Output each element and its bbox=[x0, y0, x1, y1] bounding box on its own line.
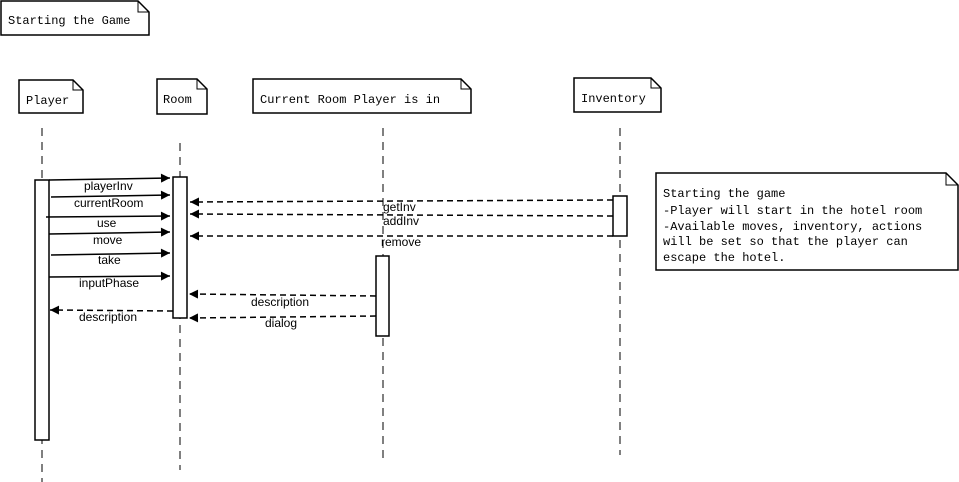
message-getinv-label: getInv bbox=[383, 200, 416, 214]
message-description-return-arrow bbox=[49, 305, 174, 315]
diagram-title: Starting the Game bbox=[8, 14, 130, 28]
note-line: Starting the game bbox=[663, 187, 785, 201]
participant-current-room: Current Room Player is in bbox=[252, 78, 472, 114]
message-remove-label: remove bbox=[381, 235, 421, 249]
message-description-return-label: description bbox=[79, 310, 137, 324]
message-move-label: move bbox=[93, 233, 123, 247]
note: Starting the game -Player will start in … bbox=[655, 172, 959, 271]
activation-player bbox=[34, 179, 50, 441]
message-currentroom-label: currentRoom bbox=[74, 196, 143, 210]
participant-room-label: Room bbox=[163, 93, 192, 107]
message-take-label: take bbox=[98, 253, 121, 267]
diagram-title-frame: Starting the Game bbox=[0, 0, 150, 36]
message-move-arrow bbox=[48, 227, 171, 237]
message-description-label: description bbox=[251, 295, 309, 309]
activation-inventory bbox=[612, 195, 628, 237]
activation-room bbox=[172, 176, 188, 319]
message-use-arrow bbox=[45, 211, 171, 221]
message-getinv-arrow bbox=[189, 197, 614, 207]
participant-room: Room bbox=[156, 78, 208, 115]
message-take-arrow bbox=[50, 248, 171, 258]
message-addinv-label: addInv bbox=[383, 214, 419, 228]
message-inputphase-label: inputPhase bbox=[79, 276, 139, 290]
activation-current-room bbox=[375, 255, 390, 337]
note-line: escape the hotel. bbox=[663, 251, 785, 265]
message-addinv-arrow bbox=[189, 209, 614, 219]
note-line: will be set so that the player can bbox=[663, 235, 908, 249]
participant-current-room-label: Current Room Player is in bbox=[260, 93, 440, 107]
note-line: -Available moves, inventory, actions bbox=[663, 220, 922, 234]
note-line: -Player will start in the hotel room bbox=[663, 204, 922, 218]
participant-player: Player bbox=[18, 79, 84, 114]
participant-inventory-label: Inventory bbox=[581, 92, 646, 106]
participant-inventory: Inventory bbox=[573, 77, 662, 113]
message-inputphase-arrow bbox=[48, 271, 171, 281]
message-playerinv-arrow bbox=[48, 173, 171, 183]
message-description-arrow bbox=[188, 289, 377, 299]
message-use-label: use bbox=[97, 216, 117, 230]
participant-player-label: Player bbox=[26, 94, 69, 108]
message-dialog-label: dialog bbox=[265, 316, 297, 330]
message-playerinv-label: playerInv bbox=[84, 179, 133, 193]
message-currentroom-arrow bbox=[50, 190, 171, 200]
message-dialog-arrow bbox=[188, 313, 377, 323]
